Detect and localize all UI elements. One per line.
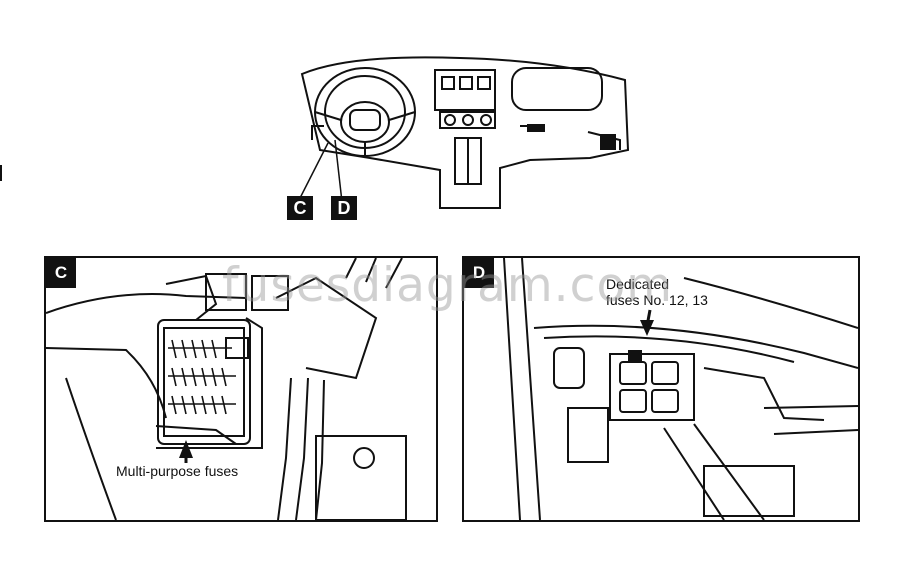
callout-d-letter: D [337,197,351,218]
panel-c-fuse-box-drawing [46,258,407,520]
callout-c: C [287,196,313,220]
panel-c-tag-letter: C [54,263,68,282]
callout-d: D [331,196,357,220]
panel-c: C Multi-purpose fuses [44,256,438,522]
panel-c-tag: C [46,258,76,288]
dedicated-fuses-label-line2: fuses No. 12, 13 [604,292,710,308]
dedicated-fuses-label-line1: Dedicated [604,276,672,292]
edge-mark [0,165,2,181]
multi-purpose-fuses-label: Multi-purpose fuses [114,463,241,479]
panel-d-tag-letter: D [472,263,486,282]
panel-d-tag: D [464,258,494,288]
panel-d-fuse-area-drawing [503,258,858,520]
dashboard-overview-drawing [297,56,630,209]
panel-d: D Dedicated fuses No. 12, 13 [462,256,860,522]
callout-c-letter: C [293,197,307,218]
